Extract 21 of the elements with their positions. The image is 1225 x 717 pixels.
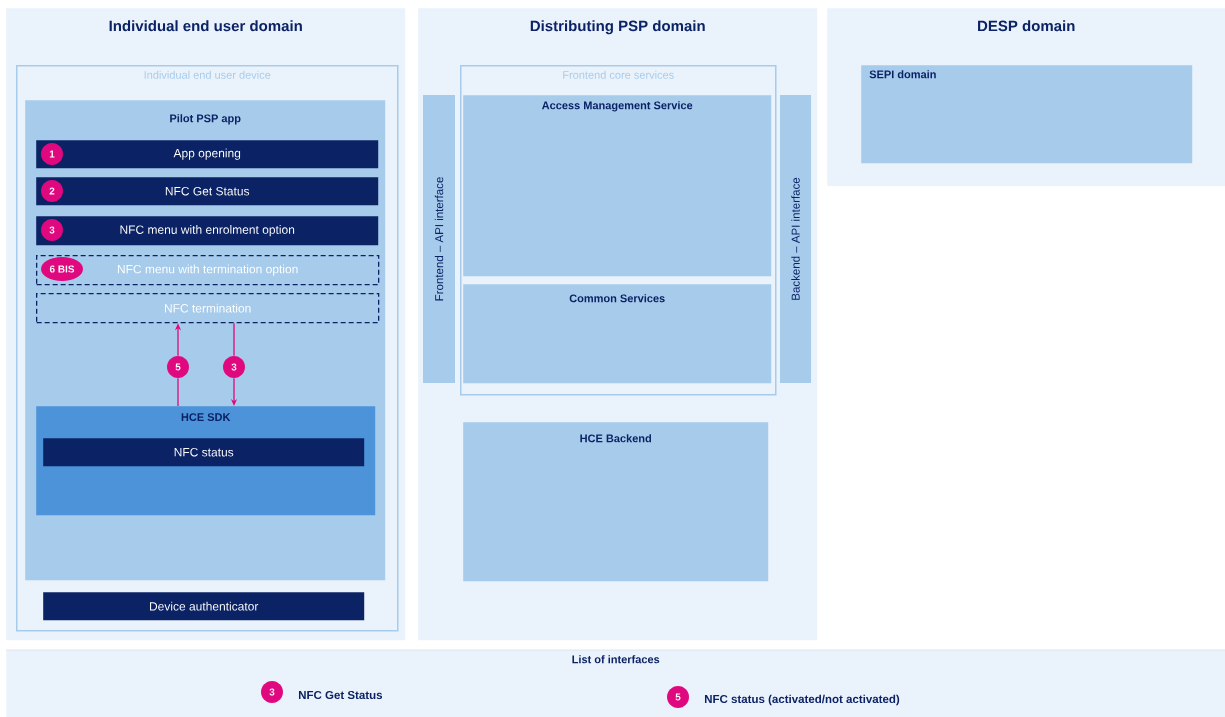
step-badge: 2	[41, 180, 63, 202]
step-badge: 3	[41, 219, 63, 241]
backend-box: HCE Backend	[463, 422, 769, 582]
status-bar: NFC status	[43, 438, 365, 467]
interface-badge: 3	[223, 356, 245, 378]
interface-badge: 3	[261, 681, 283, 703]
node-label: Access Management Service	[541, 101, 693, 112]
service-box: Access Management Service	[463, 95, 772, 277]
authenticator-bar: Device authenticator	[43, 592, 365, 621]
interface-label: NFC Get Status	[298, 690, 383, 700]
step-bar: NFC termination	[36, 293, 380, 324]
interface-label: NFC status (activated/not activated)	[705, 694, 900, 706]
interface-column: Frontend – API interface	[423, 95, 455, 383]
sepi-box: SEPI domain	[861, 65, 1193, 164]
node-label: Common Services	[569, 294, 665, 303]
interface-badge: 5	[167, 356, 189, 378]
interface-column: Backend – API interface	[780, 95, 811, 383]
step-badge: 6 BIS	[41, 257, 83, 281]
service-box: Common Services	[463, 284, 772, 384]
interface-badge: 5	[667, 686, 689, 708]
step-badge: 1	[41, 143, 63, 165]
